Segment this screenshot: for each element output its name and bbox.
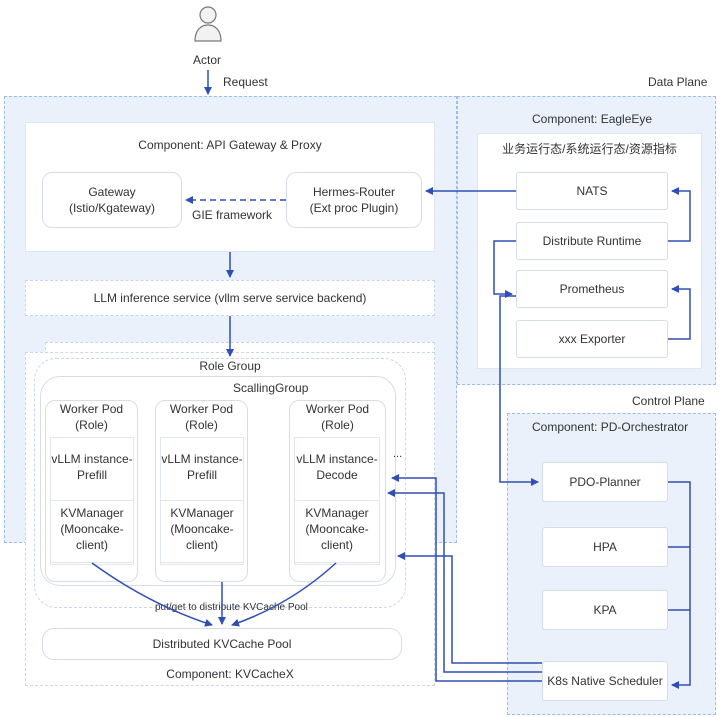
worker-pod-2-instance: vLLM instance- Prefill [161, 452, 243, 483]
data-plane-title: Data Plane [648, 75, 708, 89]
gie-framework-label: GIE framework [192, 208, 273, 222]
hermes-router-box[interactable]: Hermes-Router (Ext proc Plugin) [286, 172, 422, 228]
pdo-planner-box[interactable]: PDO-Planner [542, 462, 668, 502]
put-get-label: put/get to distribute KVCache Pool [155, 602, 308, 613]
worker-pod-3-title: Worker Pod (Role) [305, 402, 370, 433]
pd-orchestrator-title: Component: PD-Orchestrator [532, 420, 689, 434]
actor-label: Actor [193, 53, 222, 67]
role-group-title: Role Group [199, 359, 261, 373]
worker-pod-1[interactable] [45, 400, 138, 582]
worker-pod-3-kvmanager: KVManager (Mooncake- client) [305, 506, 369, 553]
kpa-box[interactable]: KPA [542, 590, 668, 630]
nats-box[interactable]: NATS [516, 172, 668, 210]
worker-pod-1-title: Worker Pod (Role) [59, 402, 124, 433]
xxx-exporter-box[interactable]: xxx Exporter [516, 320, 668, 358]
kvcache-pool-box[interactable]: Distributed KVCache Pool [42, 628, 402, 660]
worker-pod-2-title: Worker Pod (Role) [169, 402, 234, 433]
llm-service-label: LLM inference service (vllm serve servic… [93, 291, 367, 305]
distribute-runtime-box[interactable]: Distribute Runtime [516, 222, 668, 260]
gateway-box[interactable]: Gateway (Istio/Kgateway) [42, 172, 182, 228]
worker-pod-1-instance: vLLM instance- Prefill [51, 452, 133, 483]
user-icon [194, 6, 222, 42]
prometheus-box[interactable]: Prometheus [516, 270, 668, 308]
k8s-native-scheduler-box[interactable]: K8s Native Scheduler [542, 661, 668, 701]
worker-pod-1-kvmanager: KVManager (Mooncake- client) [60, 506, 124, 553]
more-pods-ellipsis: ... [393, 448, 403, 460]
hpa-box[interactable]: HPA [542, 527, 668, 567]
worker-pod-3-kv-box [294, 500, 380, 563]
eagleeye-subtitle: 业务运行态/系统运行态/资源指标 [502, 142, 677, 156]
actor [193, 4, 223, 42]
llm-service-panel [25, 280, 435, 316]
eagleeye-title: Component: EagleEye [532, 112, 653, 126]
worker-pod-3[interactable] [289, 400, 386, 582]
scalling-group-title: ScallingGroup [233, 381, 309, 395]
api-gateway-title: Component: API Gateway & Proxy [138, 138, 322, 152]
request-label: Request [223, 75, 268, 89]
control-plane-title: Control Plane [632, 394, 705, 408]
worker-pod-2-kvmanager: KVManager (Mooncake- client) [170, 506, 234, 553]
kvcachex-title: Component: KVCacheX [166, 667, 294, 681]
worker-pod-3-instance: vLLM instance- Decode [296, 452, 378, 483]
